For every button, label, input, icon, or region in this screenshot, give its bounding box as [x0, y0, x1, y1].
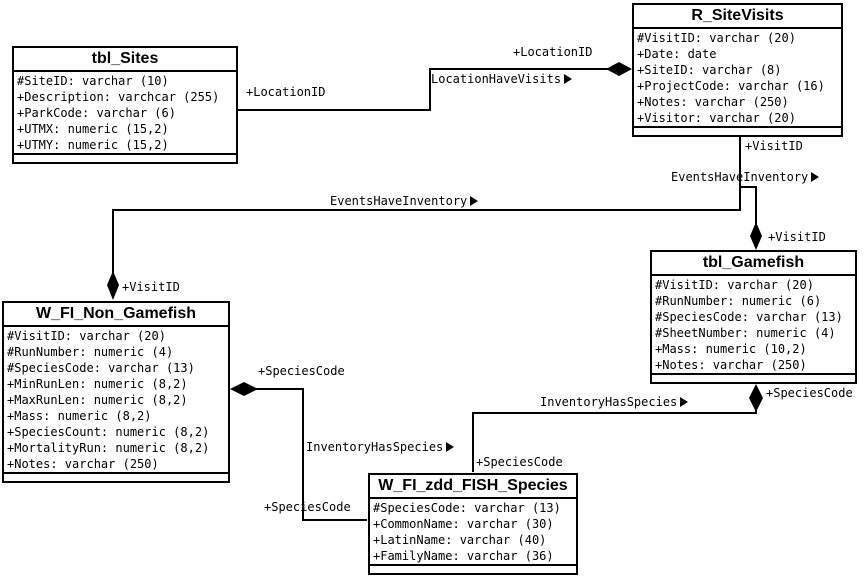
- attribute-list: #SpeciesCode: varchar (13) +CommonName: …: [370, 499, 576, 564]
- entity-title: W_FI_zdd_FISH_Species: [370, 475, 576, 499]
- attribute-list: #VisitID: varchar (20) #RunNumber: numer…: [652, 276, 855, 373]
- attribute-row: +Visitor: varchar (20): [637, 111, 796, 125]
- attribute-row: +ParkCode: varchar (6): [17, 106, 176, 120]
- relationship-name: InventoryHasSpecies: [540, 395, 678, 409]
- entity-title: W_FI_Non_Gamefish: [4, 303, 228, 327]
- arrow-right-icon: [446, 442, 455, 452]
- diamond-inventory-gamefish: [749, 384, 763, 412]
- connector-events-have-inventory-left: [112, 135, 741, 273]
- attribute-list: #VisitID: varchar (20) +Date: date +Site…: [634, 29, 841, 126]
- diamond-inventory-non-gamefish: [230, 382, 258, 396]
- diamond-location-have-visits: [606, 62, 632, 76]
- attribute-list: #VisitID: varchar (20) #RunNumber: numer…: [4, 327, 228, 472]
- connector-inventory-has-species-left: [254, 388, 367, 521]
- label-inventory-has-species-right: InventoryHasSpecies: [540, 395, 689, 409]
- attribute-row: #SpeciesCode: varchar (13): [655, 310, 843, 324]
- attribute-row: +MinRunLen: numeric (8,2): [7, 377, 188, 391]
- attribute-row: +Notes: varchar (250): [655, 358, 807, 372]
- label-events-have-inventory-left: EventsHaveInventory: [330, 194, 479, 208]
- attribute-row: +Date: date: [637, 47, 717, 61]
- attribute-row: +SpeciesCount: numeric (8,2): [7, 425, 210, 439]
- attribute-row: +Mass: numeric (10,2): [655, 342, 807, 356]
- entity-w-fi-zdd-fish-species[interactable]: W_FI_zdd_FISH_Species #SpeciesCode: varc…: [368, 473, 578, 575]
- relationship-name: LocationHaveVisits: [431, 72, 562, 86]
- relationship-name: EventsHaveInventory: [671, 170, 809, 184]
- diamond-events-gamefish: [750, 222, 762, 250]
- label-species-code-non-gamefish: +SpeciesCode: [258, 364, 345, 378]
- entity-footer: [14, 153, 236, 162]
- entity-w-fi-non-gamefish[interactable]: W_FI_Non_Gamefish #VisitID: varchar (20)…: [2, 301, 230, 483]
- label-visit-id-top: +VisitID: [745, 139, 803, 153]
- label-species-code-gamefish: +SpeciesCode: [766, 386, 853, 400]
- attribute-row: #RunNumber: numeric (4): [7, 345, 174, 359]
- attribute-row: #SpeciesCode: varchar (13): [373, 501, 561, 515]
- entity-tbl-gamefish[interactable]: tbl_Gamefish #VisitID: varchar (20) #Run…: [650, 250, 857, 384]
- entity-r-sitevisits[interactable]: R_SiteVisits #VisitID: varchar (20) +Dat…: [632, 3, 843, 137]
- attribute-row: +MortalityRun: numeric (8,2): [7, 441, 210, 455]
- attribute-row: +Notes: varchar (250): [637, 95, 789, 109]
- attribute-row: #SpeciesCode: varchar (13): [7, 361, 195, 375]
- attribute-row: +UTMX: numeric (15,2): [17, 122, 169, 136]
- label-species-code-bottom: +SpeciesCode: [264, 500, 351, 514]
- attribute-row: +Mass: numeric (8,2): [7, 409, 152, 423]
- label-location-have-visits: LocationHaveVisits: [431, 72, 573, 86]
- relationship-name: InventoryHasSpecies: [306, 440, 444, 454]
- arrow-right-icon: [564, 74, 573, 84]
- diamond-events-non-gamefish: [107, 271, 119, 300]
- arrow-right-icon: [470, 196, 479, 206]
- attribute-row: #VisitID: varchar (20): [637, 31, 796, 45]
- attribute-row: #RunNumber: numeric (6): [655, 294, 822, 308]
- attribute-row: +LatinName: varchar (40): [373, 533, 547, 547]
- arrow-right-icon: [680, 397, 689, 407]
- label-location-id-right: +LocationID: [513, 45, 593, 59]
- entity-footer: [4, 472, 228, 481]
- attribute-row: +Notes: varchar (250): [7, 457, 159, 471]
- entity-title: R_SiteVisits: [634, 5, 841, 29]
- attribute-row: +CommonName: varchar (30): [373, 517, 554, 531]
- attribute-row: +Description: varchcar (255): [17, 90, 220, 104]
- relationship-name: EventsHaveInventory: [330, 194, 468, 208]
- label-events-have-inventory-right: EventsHaveInventory: [671, 170, 820, 184]
- attribute-row: +SiteID: varchar (8): [637, 63, 782, 77]
- entity-title: tbl_Sites: [14, 48, 236, 72]
- entity-title: tbl_Gamefish: [652, 252, 855, 276]
- attribute-row: +ProjectCode: varchar (16): [637, 79, 825, 93]
- entity-footer: [370, 564, 576, 573]
- entity-footer: [652, 373, 855, 382]
- connector-events-have-inventory-right: [740, 186, 757, 226]
- label-visit-id-non-gamefish: +VisitID: [122, 280, 180, 294]
- entity-tbl-sites[interactable]: tbl_Sites #SiteID: varchar (10) +Descrip…: [12, 46, 238, 164]
- connector-location-have-visits: [238, 68, 612, 111]
- label-inventory-has-species-left: InventoryHasSpecies: [306, 440, 455, 454]
- label-visit-id-gamefish: +VisitID: [768, 230, 826, 244]
- arrow-right-icon: [811, 172, 820, 182]
- attribute-list: #SiteID: varchar (10) +Description: varc…: [14, 72, 236, 153]
- attribute-row: +UTMY: numeric (15,2): [17, 138, 169, 152]
- attribute-row: #VisitID: varchar (20): [655, 278, 814, 292]
- attribute-row: #SiteID: varchar (10): [17, 74, 169, 88]
- label-location-id-left: +LocationID: [246, 85, 326, 99]
- attribute-row: #SheetNumber: numeric (4): [655, 326, 836, 340]
- label-species-code-species-top: +SpeciesCode: [476, 455, 563, 469]
- attribute-row: +FamilyName: varchar (36): [373, 549, 554, 563]
- attribute-row: #VisitID: varchar (20): [7, 329, 166, 343]
- attribute-row: +MaxRunLen: numeric (8,2): [7, 393, 188, 407]
- entity-footer: [634, 126, 841, 135]
